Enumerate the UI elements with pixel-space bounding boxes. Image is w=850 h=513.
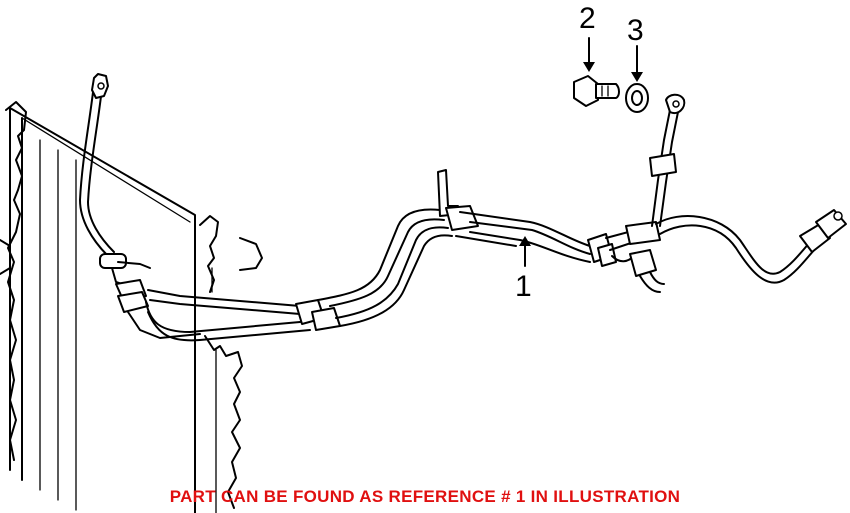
- callout-label-3: 3: [627, 14, 644, 47]
- sealing-washer: [625, 83, 649, 113]
- radiator-fittings: [99, 253, 201, 339]
- cooler-line-assembly: [145, 93, 847, 342]
- radiator: [0, 101, 263, 513]
- upper-cooler-line: [79, 73, 115, 257]
- banjo-bolt: [573, 75, 620, 107]
- reference-note: PART CAN BE FOUND AS REFERENCE # 1 IN IL…: [169, 487, 681, 506]
- callout-label-2: 2: [579, 2, 596, 35]
- callout-arrows: [519, 37, 643, 267]
- callout-label-1: 1: [515, 270, 532, 303]
